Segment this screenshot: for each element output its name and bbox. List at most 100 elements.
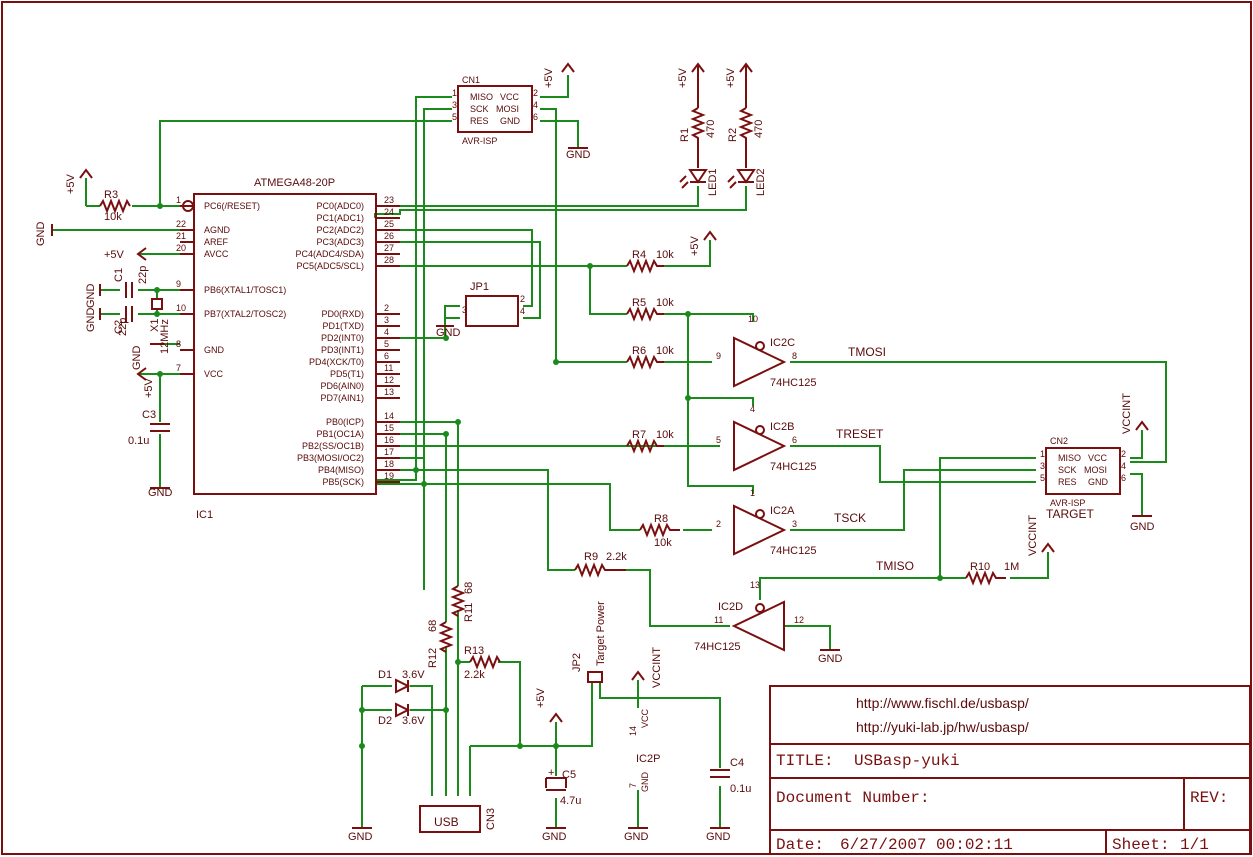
rev-label: REV: bbox=[1190, 789, 1228, 807]
sheet-label: Sheet: bbox=[1112, 836, 1170, 854]
ic2a-pin-in: 2 bbox=[716, 519, 721, 529]
p5v-r4-arrow bbox=[703, 230, 717, 241]
title-url2: http://yuki-lab.jp/hw/usbasp/ bbox=[856, 719, 1029, 735]
gnd-agnd-label: GND bbox=[35, 222, 47, 247]
ic2c-pin-out: 8 bbox=[792, 351, 797, 361]
r6-val: 10k bbox=[656, 345, 674, 357]
vccint-cn2-arrow bbox=[1135, 420, 1149, 431]
cn1-pin-miso: MISO bbox=[470, 92, 493, 102]
c3-val: 0.1u bbox=[128, 435, 149, 447]
cn1-num-3: 3 bbox=[452, 100, 457, 110]
ic1-ref: IC1 bbox=[196, 509, 213, 521]
capacitors: C1 22p C2 22p X1 12MHz C3 0.1u C4 0.1u +… bbox=[113, 266, 751, 807]
ic1-pin-num: 17 bbox=[384, 447, 394, 457]
gnd-cn2-label: GND bbox=[1130, 521, 1155, 533]
p5v-r3-label: +5V bbox=[65, 173, 77, 194]
cn1-name: AVR-ISP bbox=[462, 136, 497, 146]
r8-ref: R8 bbox=[654, 513, 668, 525]
p5v-c5-label: +5V bbox=[535, 687, 547, 708]
r13-val: 2.2k bbox=[464, 669, 485, 681]
gnd-c3-label: GND bbox=[148, 487, 173, 499]
sheet-value: 1/1 bbox=[1180, 836, 1209, 854]
ic1-pin-name: GND bbox=[204, 345, 225, 355]
ic1-pin-name: AGND bbox=[204, 225, 231, 235]
doc-number-label: Document Number: bbox=[776, 789, 930, 807]
ic1-pin-num: 12 bbox=[384, 375, 394, 385]
ic1-pin-name: PB7(XTAL2/TOSC2) bbox=[204, 309, 286, 319]
ic2a-val: 74HC125 bbox=[770, 545, 816, 557]
ic1-pin-num: 16 bbox=[384, 435, 394, 445]
cn2-pin-gnd: GND bbox=[1088, 477, 1109, 487]
ic1-pin-num: 18 bbox=[384, 459, 394, 469]
title-block: http://www.fischl.de/usbasp/ http://yuki… bbox=[769, 685, 1251, 855]
r4-ref: R4 bbox=[632, 249, 646, 261]
p5v-vcc-label: +5V bbox=[143, 377, 155, 398]
c1-body bbox=[125, 282, 133, 298]
d2-val: 3.6V bbox=[402, 715, 425, 727]
ic1-pin-name: PD5(T1) bbox=[330, 369, 364, 379]
r9-body bbox=[574, 562, 626, 578]
r1-ref: R1 bbox=[679, 128, 691, 142]
usb-body bbox=[419, 805, 481, 833]
r4-val: 10k bbox=[656, 249, 674, 261]
ic1-pin-num: 25 bbox=[384, 219, 394, 229]
cn1-pin-mosi: MOSI bbox=[496, 104, 519, 114]
ic1-pin-name: PB1(OC1A) bbox=[316, 429, 364, 439]
cn2: CN2 AVR-ISP TARGET MISO VCC SCK MOSI RES… bbox=[1040, 436, 1126, 521]
cn2-num-1: 1 bbox=[1040, 449, 1045, 459]
r6-body bbox=[626, 354, 664, 370]
c5-val: 4.7u bbox=[560, 795, 581, 807]
x1-val: 12MHz bbox=[159, 319, 171, 354]
ic1-pin-num: 11 bbox=[384, 363, 393, 373]
x1-ref: X1 bbox=[149, 319, 161, 332]
r10-body bbox=[965, 570, 1006, 586]
cn2-target: TARGET bbox=[1046, 507, 1094, 521]
wires bbox=[52, 75, 1167, 828]
jp1-ref: JP1 bbox=[470, 281, 489, 293]
cn2-pin-res: RES bbox=[1058, 477, 1077, 487]
cn1-pin-res: RES bbox=[470, 116, 489, 126]
cn1-num-4: 4 bbox=[533, 100, 538, 110]
c2-ref: C2 bbox=[113, 320, 125, 334]
gnd-c1-label: GND bbox=[85, 284, 97, 309]
cn2-pin-sck: SCK bbox=[1058, 465, 1077, 475]
r12-val: 68 bbox=[427, 620, 439, 632]
ic1: ATMEGA48-20P IC1 PC6(/RESET)1AGND22AREF2… bbox=[176, 177, 400, 521]
ic2c-pin-in: 9 bbox=[716, 351, 721, 361]
ic1-pin-num: 27 bbox=[384, 243, 394, 253]
ic1-pin-num: 22 bbox=[176, 219, 186, 229]
p5v-avcc-arrow bbox=[136, 247, 147, 261]
leds-diodes: LED1 LED2 D1 3.6V D2 3.6V bbox=[378, 168, 767, 727]
p5v-r1-arrow bbox=[691, 62, 705, 108]
cn1-num-1: 1 bbox=[452, 88, 457, 98]
ic1-pin-num: 5 bbox=[384, 339, 389, 349]
cn2-num-5: 5 bbox=[1040, 473, 1045, 483]
d1-val: 3.6V bbox=[402, 669, 425, 681]
ic1-pin-name: PC0(ADC0) bbox=[316, 201, 364, 211]
ic2b-val: 74HC125 bbox=[770, 461, 816, 473]
ic1-pin-num: 28 bbox=[384, 255, 394, 265]
ic1-pin-num: 26 bbox=[384, 231, 394, 241]
ic2b-pin-en: 4 bbox=[750, 404, 755, 414]
ic1-pin-name: PB3(MOSI/OC2) bbox=[297, 453, 364, 463]
vccint-r10-label: VCCINT bbox=[1027, 515, 1039, 556]
ic1-pin-num: 4 bbox=[384, 327, 389, 337]
ic2a-pin-en: 1 bbox=[750, 488, 755, 498]
gnd-c4-label: GND bbox=[706, 831, 731, 843]
gnd-c2-label: GND bbox=[85, 308, 97, 333]
r2-body bbox=[738, 107, 754, 168]
ic2p-ref: IC2P bbox=[636, 753, 660, 765]
ic1-pin-name: AVCC bbox=[204, 249, 229, 259]
ic2p-vcc: VCC bbox=[640, 708, 650, 728]
ic1-pin-name: PD3(INT1) bbox=[321, 345, 364, 355]
cn1: CN1 AVR-ISP MISO VCC SCK MOSI RES GND 1 … bbox=[452, 75, 538, 146]
ic1-pin-name: PD6(AIN0) bbox=[320, 381, 364, 391]
jp2-body bbox=[587, 671, 603, 683]
p5v-r2-label: +5V bbox=[725, 67, 737, 88]
gnd-ic2d-label: GND bbox=[818, 653, 843, 665]
ic1-pin-num: 9 bbox=[176, 279, 181, 289]
r10-val: 1M bbox=[1004, 561, 1019, 573]
supply-symbols: +5V +5V +5V +5V +5V +5V +5V +5V VCCINT V… bbox=[35, 62, 1155, 843]
ic1-pin-name: PD2(INT0) bbox=[321, 333, 364, 343]
cn1-ref: CN1 bbox=[462, 75, 480, 85]
